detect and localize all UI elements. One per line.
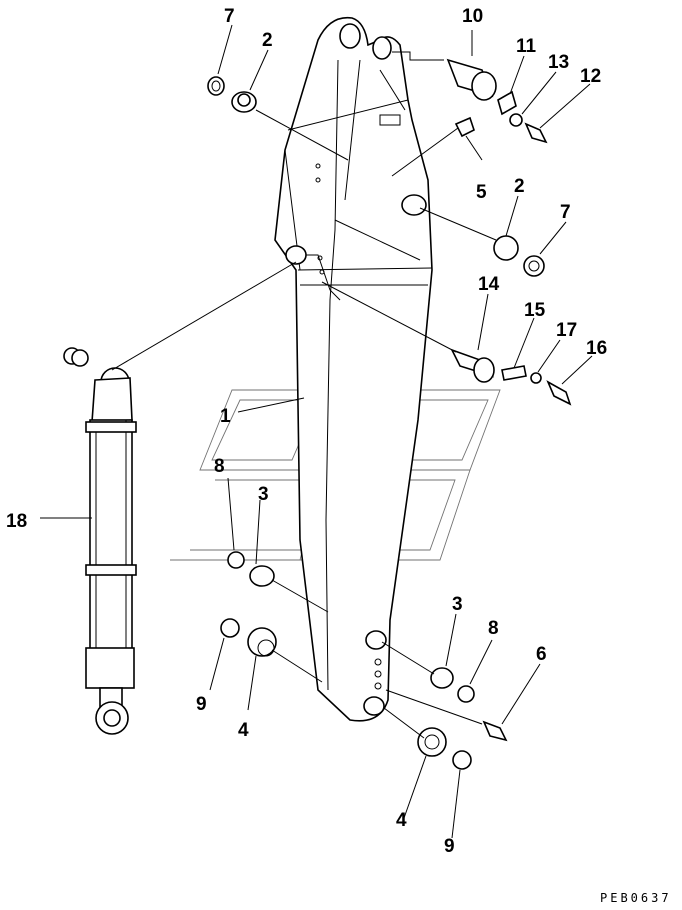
callout-8-right: 8	[488, 618, 499, 639]
seal-9-left	[220, 618, 240, 638]
washer-17	[530, 372, 542, 384]
callout-9-left: 9	[196, 694, 207, 715]
grease-fitting-5	[454, 116, 475, 138]
callout-12: 12	[580, 66, 601, 87]
bolt-12	[524, 122, 548, 144]
boom-arm	[274, 16, 433, 722]
boom-cylinder	[63, 347, 137, 735]
plate-15	[501, 365, 527, 381]
callout-9-right: 9	[444, 836, 455, 857]
callout-6: 6	[536, 644, 547, 665]
callout-4-right: 4	[396, 810, 407, 831]
callout-15: 15	[524, 300, 546, 321]
callout-3-left: 3	[258, 484, 269, 505]
callout-18: 18	[6, 511, 27, 532]
seal-7-upper-left	[207, 76, 225, 96]
callout-3-right: 3	[452, 594, 463, 615]
callout-10: 10	[462, 6, 483, 27]
callout-2-upper: 2	[262, 30, 273, 51]
callout-7-upper-left: 7	[224, 6, 235, 27]
seal-8-right	[457, 685, 475, 703]
callout-8-left: 8	[214, 456, 225, 477]
bushing-2-right	[493, 235, 519, 261]
callout-4-left: 4	[238, 720, 249, 741]
callout-5: 5	[476, 182, 487, 203]
callout-17: 17	[556, 320, 577, 341]
bushing-3-right	[430, 667, 454, 689]
bushing-4-left	[247, 627, 277, 657]
callout-14: 14	[478, 274, 500, 295]
bushing-3-left	[249, 565, 275, 587]
callout-1: 1	[220, 406, 231, 427]
callout-2-right: 2	[514, 176, 525, 197]
callout-7-right: 7	[560, 202, 571, 223]
washer-13	[509, 113, 523, 127]
seal-9-right	[452, 750, 472, 770]
pin-14	[450, 348, 495, 383]
drawing-code: PEB0637	[600, 891, 672, 905]
leader-lines	[40, 24, 593, 839]
callout-11: 11	[516, 36, 537, 57]
bushing-2-upper	[231, 91, 257, 113]
pin-10	[446, 58, 497, 101]
callout-13: 13	[548, 52, 569, 73]
seal-8-left	[227, 551, 245, 569]
grease-fitting-6	[482, 720, 508, 742]
bolt-16	[546, 380, 572, 406]
bushing-4-right	[417, 727, 447, 757]
plate-11	[497, 90, 517, 116]
seal-7-right	[523, 255, 545, 277]
callout-labels: 10 7 2 11 13 12 5 2 7 14 15 17 16 1 8 3 …	[6, 6, 607, 857]
callout-16: 16	[586, 338, 607, 359]
